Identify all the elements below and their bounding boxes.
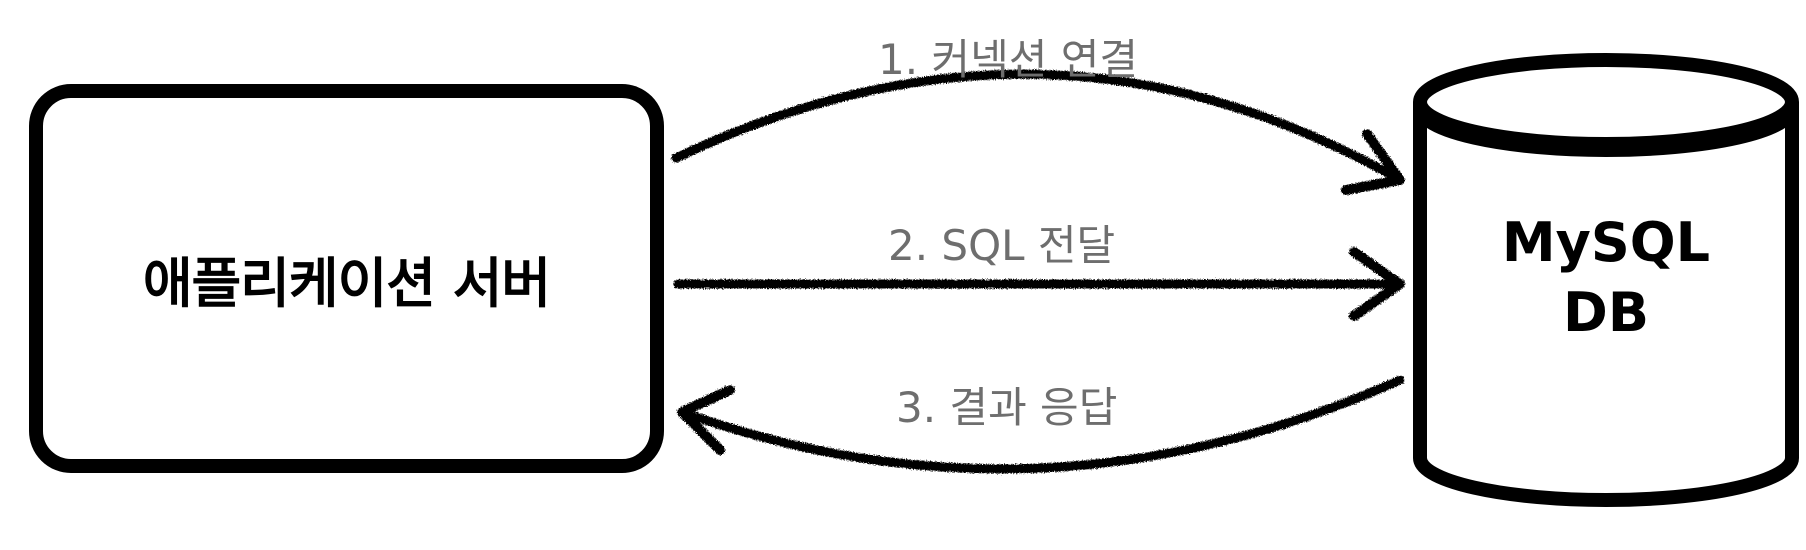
arrow-response-label: 3. 결과 응답 (896, 383, 1118, 432)
arrow-sql-head (1349, 247, 1405, 321)
arrow-connection-head (1341, 129, 1405, 195)
arrow-connection-label: 1. 커넥션 연결 (878, 35, 1138, 84)
application-server-box: 애플리케이션 서버 (29, 84, 664, 473)
application-server-label: 애플리케이션 서버 (142, 252, 551, 315)
cylinder-body (1413, 102, 1799, 507)
arrow-response (677, 375, 1405, 474)
cylinder-rim (1413, 107, 1799, 157)
arrow-connection (671, 69, 1405, 195)
arrow-connection-shaft (671, 69, 1405, 185)
arrow-sql-label: 2. SQL 전달 (888, 221, 1116, 270)
database-cylinder (1413, 53, 1799, 507)
database-label: MySQL DB (1420, 208, 1792, 348)
arrow-sql (673, 247, 1405, 321)
arrow-response-head (677, 385, 735, 455)
database-label-line2: DB (1563, 281, 1649, 344)
arrow-response-shaft (677, 375, 1405, 474)
database-label-line1: MySQL (1501, 211, 1711, 274)
